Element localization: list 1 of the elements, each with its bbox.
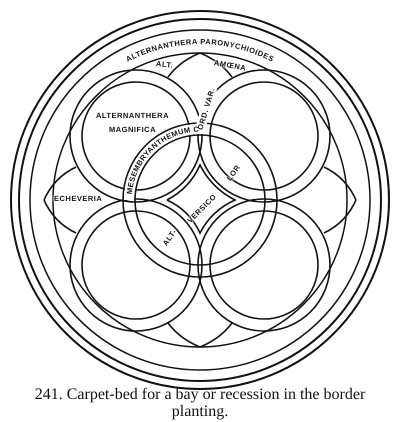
figure-caption: 241. Carpet-bed for a bay or recession in the border planting. [34,386,366,420]
